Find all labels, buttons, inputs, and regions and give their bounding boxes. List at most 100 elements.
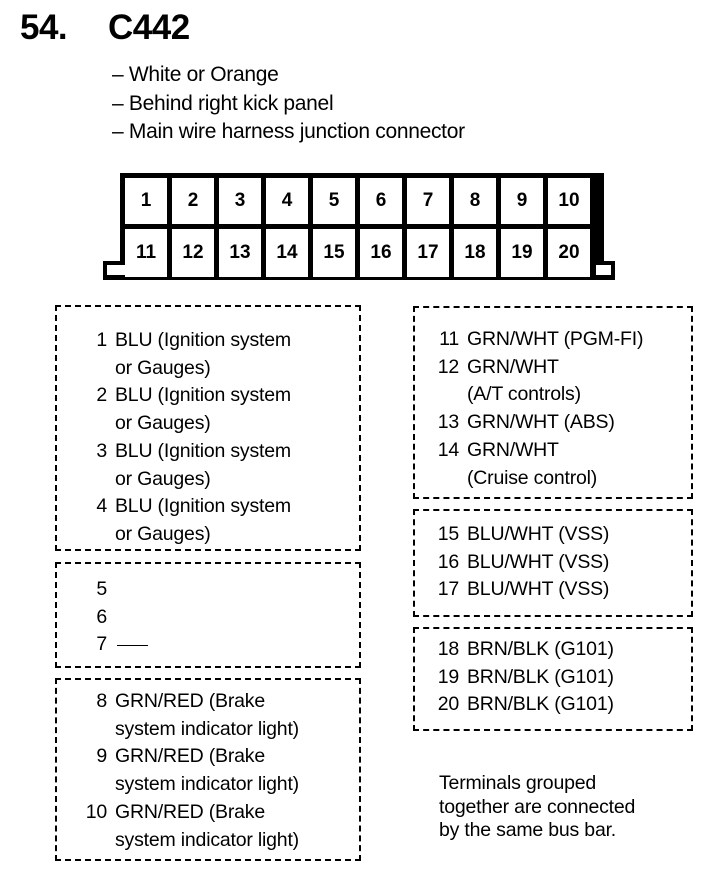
pin-number: 4 bbox=[96, 495, 107, 518]
pin-number: 16 bbox=[437, 550, 459, 573]
terminal-cell: 18 bbox=[454, 229, 496, 277]
wire-description-line: BLU/WHT (VSS) bbox=[467, 550, 610, 573]
wire-description-line: BLU (Ignition system bbox=[115, 495, 291, 518]
pin-entry: 1 BLU (Ignition system or Gauges) bbox=[55, 327, 291, 382]
pin-number: 1 bbox=[96, 329, 107, 351]
bus-group-5-7 bbox=[55, 562, 361, 668]
pin-number: 15 bbox=[437, 523, 459, 545]
terminal-cell: 20 bbox=[548, 229, 590, 277]
wire-description-line: system indicator light) bbox=[115, 717, 299, 740]
pin-number: 20 bbox=[437, 693, 459, 716]
terminal-cell: 14 bbox=[266, 229, 308, 277]
pin-number: 3 bbox=[96, 439, 107, 462]
terminal-cell: 3 bbox=[219, 178, 261, 224]
wire-description-line: BRN/BLK (G101) bbox=[467, 693, 614, 716]
bus-group-11-14 bbox=[413, 306, 693, 499]
pin-number: 11 bbox=[439, 328, 459, 350]
terminal-cell: 8 bbox=[454, 178, 496, 224]
pin-number: 13 bbox=[437, 411, 459, 434]
wire-description-line: or Gauges) bbox=[115, 522, 211, 545]
pin-number: 19 bbox=[437, 665, 459, 688]
wire-description-line: or Gauges) bbox=[115, 412, 211, 435]
connector-id-title: C442 bbox=[108, 8, 190, 47]
terminal-cell: 10 bbox=[548, 178, 590, 224]
wire-description-line: BLU (Ignition system bbox=[115, 329, 291, 351]
wire-description-line: (A/T controls) bbox=[467, 383, 581, 406]
connector-left-tab-inner bbox=[107, 265, 129, 275]
wire-description-line: GRN/WHT bbox=[467, 355, 559, 378]
wire-description-line: BLU/WHT (VSS) bbox=[467, 523, 610, 545]
pin-entry: 5 bbox=[55, 576, 148, 604]
wire-description: GRN/WHT (ABS) bbox=[459, 409, 615, 437]
note-location: – Behind right kick panel bbox=[112, 91, 334, 115]
wire-description-line: BLU (Ignition system bbox=[115, 439, 291, 462]
wire-description-line: GRN/RED (Brake bbox=[115, 800, 265, 823]
wire-description-line: GRN/WHT (ABS) bbox=[467, 411, 615, 434]
pin-number: 9 bbox=[96, 745, 107, 768]
bus-group-15-17 bbox=[413, 509, 693, 617]
pin-entry: 20 BRN/BLK (G101) bbox=[413, 691, 614, 719]
pin-number: 10 bbox=[85, 800, 107, 823]
pin-number: 12 bbox=[437, 355, 459, 378]
connector-notes: – White or Orange – Behind right kick pa… bbox=[112, 61, 465, 147]
wire-description: BLU (Ignition system or Gauges) bbox=[107, 327, 291, 382]
pin-entry: 15 BLU/WHT (VSS) bbox=[413, 521, 610, 549]
pin-entry: 4 BLU (Ignition system or Gauges) bbox=[55, 493, 291, 548]
pin-entry: 6 bbox=[55, 604, 148, 632]
terminal-cell: 5 bbox=[313, 178, 355, 224]
wire-description: BLU/WHT (VSS) bbox=[459, 549, 609, 577]
footnote-line: by the same bus bar. bbox=[439, 819, 617, 841]
terminal-cell: 7 bbox=[407, 178, 449, 224]
section-number: 54. bbox=[20, 8, 68, 47]
terminal-cell: 9 bbox=[501, 178, 543, 224]
terminal-cell: 4 bbox=[266, 178, 308, 224]
pin-number: 14 bbox=[437, 438, 459, 461]
wire-description: GRN/WHT (PGM-FI) bbox=[459, 326, 643, 354]
note-description: – Main wire harness junction connector bbox=[112, 120, 465, 143]
wire-description: BRN/BLK (G101) bbox=[459, 636, 614, 664]
terminal-cell: 6 bbox=[360, 178, 402, 224]
wire-description bbox=[107, 604, 120, 632]
wire-description bbox=[107, 576, 120, 604]
pin-entry: 7 bbox=[55, 631, 148, 659]
pin-number: 7 bbox=[96, 633, 107, 656]
terminal-cell: 2 bbox=[172, 178, 214, 224]
wire-description: BLU/WHT (VSS) bbox=[459, 521, 609, 549]
terminal-cell: 15 bbox=[313, 229, 355, 277]
terminal-cell: 16 bbox=[360, 229, 402, 277]
bus-group-18-20 bbox=[413, 627, 693, 731]
pin-entry: 12 GRN/WHT (A/T controls) bbox=[413, 354, 643, 409]
wire-description-line: or Gauges) bbox=[115, 356, 211, 379]
dash-mark bbox=[117, 644, 148, 646]
wire-description: GRN/WHT(Cruise control) bbox=[459, 437, 597, 492]
wire-description-line bbox=[115, 604, 120, 632]
pin-list-5-7: 5 6 7 bbox=[55, 576, 148, 659]
pin-entry: 16 BLU/WHT (VSS) bbox=[413, 549, 610, 577]
connector-right-tab-inner bbox=[596, 265, 611, 275]
bus-bar-footnote: Terminals grouped together are connected… bbox=[439, 772, 635, 843]
pin-number: 8 bbox=[96, 690, 107, 712]
wire-description-line: GRN/WHT bbox=[467, 438, 559, 461]
